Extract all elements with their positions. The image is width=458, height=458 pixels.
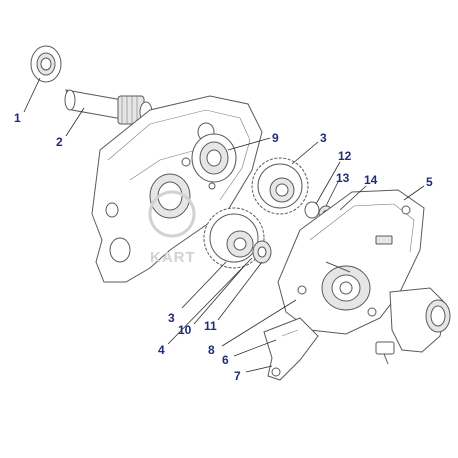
bearing <box>30 45 62 83</box>
callout-4: 4 <box>158 343 165 357</box>
gear-lower <box>203 207 265 269</box>
bearing-9 <box>181 133 237 190</box>
spacer-bushing <box>252 240 272 264</box>
watermark: KART <box>148 190 196 266</box>
callout-1: 1 <box>14 111 21 125</box>
mounting-bracket <box>263 317 319 381</box>
watermark-text: KART <box>150 249 196 266</box>
callout-14: 14 <box>364 173 378 187</box>
callout-13: 13 <box>336 171 350 185</box>
callout-11: 11 <box>204 319 217 333</box>
callout-7: 7 <box>234 369 241 383</box>
clamp-mount <box>375 287 451 365</box>
callout-2: 2 <box>56 135 63 149</box>
callout-3-lower: 3 <box>168 311 175 325</box>
clutch-cover <box>277 189 425 335</box>
callout-6: 6 <box>222 353 229 367</box>
callout-9: 9 <box>272 131 279 145</box>
shaft <box>64 89 153 125</box>
callout-3-upper: 3 <box>320 131 327 145</box>
callout-8: 8 <box>208 343 215 357</box>
callout-5: 5 <box>426 175 433 189</box>
callout-12: 12 <box>338 149 352 163</box>
callout-10: 10 <box>178 323 192 337</box>
callouts: 1 2 9 3 12 13 14 5 3 10 11 4 8 6 7 <box>14 111 433 383</box>
gear-upper <box>251 157 309 215</box>
leader-lines <box>23 77 425 373</box>
